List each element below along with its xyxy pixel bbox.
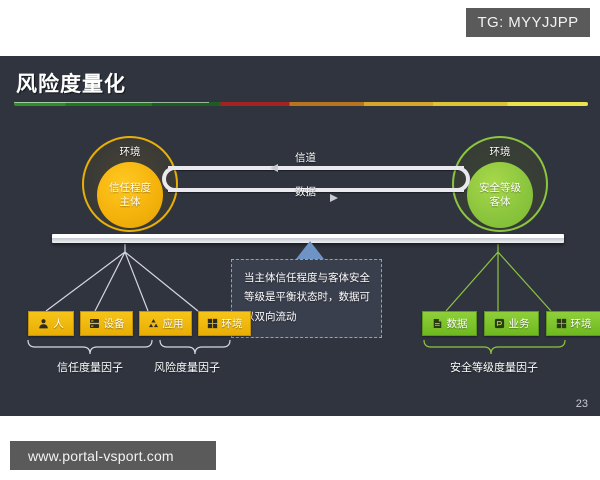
factor-chip-environment-right[interactable]: 环境 xyxy=(546,311,600,336)
object-environment-label: 环境 xyxy=(489,146,511,158)
subject-environment-label: 环境 xyxy=(119,146,141,158)
factor-chip-data-label: 数据 xyxy=(446,318,468,330)
channel-rail xyxy=(168,166,464,170)
factor-chip-environment-right-label: 环境 xyxy=(570,318,592,330)
environment-icon xyxy=(207,318,217,329)
environment-icon xyxy=(556,318,566,329)
object-inner-circle: 安全等级 客体 xyxy=(467,162,533,228)
watermark-label: www.portal-vsport.com xyxy=(28,447,174,464)
channel-label: 信道 xyxy=(295,152,316,164)
device-icon xyxy=(89,319,99,328)
caption-trust-factors: 信任度量因子 xyxy=(57,362,123,374)
data-label: 数据 xyxy=(295,186,316,198)
factor-chip-data[interactable]: 数据 xyxy=(422,311,477,336)
rail-cap-left xyxy=(162,166,178,192)
arrow-right-icon xyxy=(330,194,338,202)
factor-chip-person[interactable]: 人 xyxy=(28,311,74,336)
note-pointer-icon xyxy=(296,241,324,259)
tg-badge-label: TG: MYYJJPP xyxy=(477,14,579,31)
title-divider-rule xyxy=(14,102,588,106)
arrow-left-icon xyxy=(270,164,278,172)
caption-security-factors: 安全等级度量因子 xyxy=(450,362,538,374)
factor-chip-environment-left-label: 环境 xyxy=(221,318,243,330)
balance-note-box: 当主体信任程度与客体安全等级是平衡状态时，数据可以双向流动 xyxy=(231,259,382,339)
page-title: 风险度量化 xyxy=(16,73,126,96)
person-icon xyxy=(39,319,49,329)
application-icon xyxy=(148,319,158,328)
factor-chip-application[interactable]: 应用 xyxy=(139,311,192,336)
rail-cap-right xyxy=(454,166,470,192)
subject-node[interactable]: 环境 信任程度 主体 xyxy=(82,136,178,232)
factor-chip-environment-left[interactable]: 环境 xyxy=(198,311,251,336)
object-node[interactable]: 环境 安全等级 客体 xyxy=(452,136,548,232)
factor-chip-business-label: 业务 xyxy=(508,318,530,330)
factor-chip-business[interactable]: 业务 xyxy=(484,311,539,336)
factor-chip-device[interactable]: 设备 xyxy=(80,311,133,336)
caption-risk-factors: 风险度量因子 xyxy=(154,362,220,374)
watermark-badge: www.portal-vsport.com xyxy=(10,441,216,470)
factor-chip-application-label: 应用 xyxy=(162,318,184,330)
slide-canvas: 风险度量化 环境 信任程度 主体 xyxy=(0,56,600,416)
subject-inner-circle: 信任程度 主体 xyxy=(97,162,163,228)
page-number: 23 xyxy=(575,398,588,410)
data-icon xyxy=(433,319,441,328)
data-rail xyxy=(168,188,464,192)
business-icon xyxy=(494,318,504,329)
object-security-label: 安全等级 xyxy=(479,182,521,194)
object-role-label: 客体 xyxy=(489,195,511,208)
baseline-bar xyxy=(52,234,564,243)
subject-trust-label: 信任程度 xyxy=(109,182,151,194)
factor-chip-person-label: 人 xyxy=(53,318,64,330)
subject-role-label: 主体 xyxy=(119,195,141,208)
tg-badge: TG: MYYJJPP xyxy=(466,8,590,37)
factor-chip-device-label: 设备 xyxy=(103,318,125,330)
balance-note-text: 当主体信任程度与客体安全等级是平衡状态时，数据可以双向流动 xyxy=(244,272,370,323)
